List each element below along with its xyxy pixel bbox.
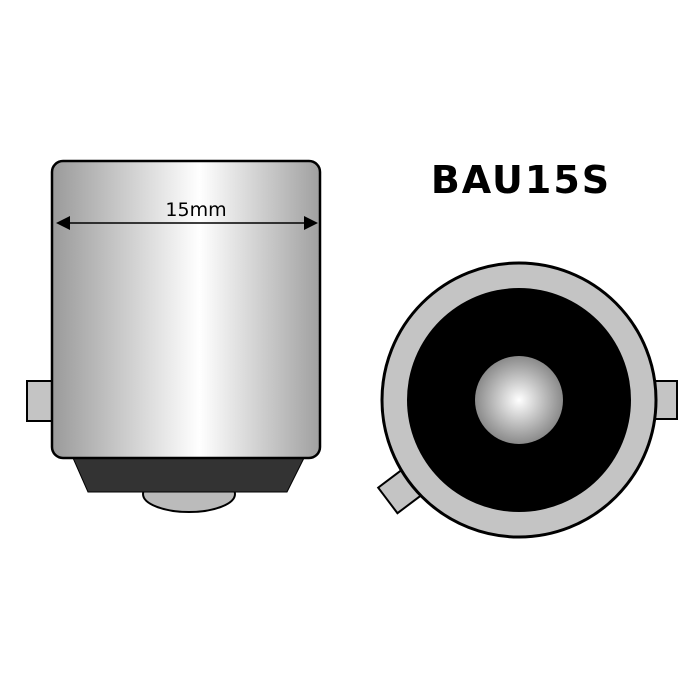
- base-type-title: BAU15S: [431, 158, 611, 202]
- dimension-label: 15mm: [165, 199, 226, 221]
- side-view: 15mm: [26, 159, 322, 513]
- insulator-ring: [72, 457, 305, 493]
- end-view: [376, 261, 678, 539]
- bayonet-pin-left: [26, 380, 55, 422]
- metal-sleeve: [50, 159, 322, 460]
- center-contact: [475, 356, 563, 444]
- dimension-arrow: [56, 216, 318, 230]
